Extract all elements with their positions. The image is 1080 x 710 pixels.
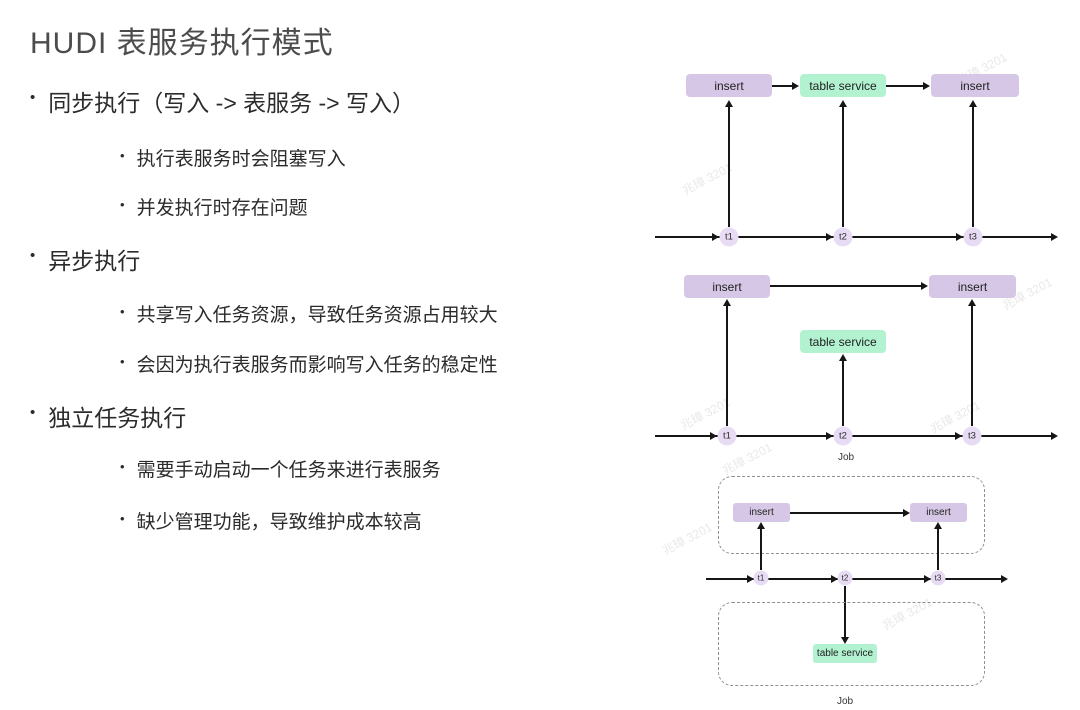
bullet-icon: • [120, 511, 125, 526]
timeline-arrowhead [747, 575, 754, 583]
outline-subitem: • 执行表服务时会阻塞写入 [120, 144, 346, 171]
outline-subitem: • 缺少管理功能，导致维护成本较高 [120, 507, 422, 534]
arrow-t3-to-insert [971, 305, 973, 426]
outline-subitem: • 共享写入任务资源，导致任务资源占用较大 [120, 300, 498, 327]
async-timeline [655, 435, 1052, 437]
outline-item-sync: • 同步执行（写入 -> 表服务 -> 写入） [30, 84, 415, 118]
sync-insert-left-box: insert [686, 74, 772, 97]
outline-item-label: 同步执行（写入 -> 表服务 -> 写入） [48, 90, 416, 116]
independent-insert-left-box: insert [733, 503, 790, 522]
arrow-t2-to-service [844, 586, 846, 638]
async-table-service-box: table service [800, 330, 886, 353]
timeline-arrowhead [956, 233, 963, 241]
async-node-t3: t3 [962, 426, 982, 446]
timeline-arrowhead [955, 432, 962, 440]
async-job-label: Job [837, 452, 855, 463]
sync-timeline [655, 236, 1052, 238]
arrow-t2-to-service [842, 106, 844, 227]
sync-node-t2: t2 [833, 227, 853, 247]
outline-subitem-label: 需要手动启动一个任务来进行表服务 [136, 460, 441, 481]
arrow-t3-to-insert [937, 528, 939, 570]
outline-subitem: • 会因为执行表服务而影响写入任务的稳定性 [120, 350, 498, 377]
outline-subitem: • 需要手动启动一个任务来进行表服务 [120, 455, 441, 482]
independent-job-label: Job [836, 696, 854, 707]
outline-item-label: 独立任务执行 [48, 405, 187, 431]
bullet-icon: • [120, 459, 125, 474]
outline-subitem: • 并发执行时存在问题 [120, 193, 308, 220]
outline-item-async: • 异步执行 [30, 242, 140, 276]
independent-insert-right-box: insert [910, 503, 967, 522]
sync-node-t3: t3 [963, 227, 983, 247]
outline-subitem-label: 执行表服务时会阻塞写入 [136, 149, 346, 170]
arrow-insert-to-insert [770, 285, 922, 287]
outline-subitem-label: 共享写入任务资源，导致任务资源占用较大 [136, 305, 498, 326]
timeline-arrowhead [826, 233, 833, 241]
arrow-insert-to-service [772, 85, 793, 87]
bullet-icon: • [30, 404, 36, 421]
bullet-icon: • [120, 197, 125, 212]
bullet-icon: • [120, 304, 125, 319]
arrow-t3-to-insert [972, 106, 974, 227]
independent-node-t3: t3 [930, 570, 946, 586]
independent-write-job-boundary [718, 476, 985, 554]
independent-node-t2: t2 [837, 570, 853, 586]
arrow-t2-to-service [842, 360, 844, 426]
arrow-insert-to-insert [790, 512, 904, 514]
timeline-arrowhead [924, 575, 931, 583]
timeline-arrowhead [826, 432, 833, 440]
async-insert-right-box: insert [929, 275, 1016, 298]
independent-service-job-boundary [718, 602, 985, 686]
watermark: 兆璋 3201 [680, 160, 735, 198]
timeline-arrowhead [712, 233, 719, 241]
outline-subitem-label: 并发执行时存在问题 [136, 198, 308, 219]
sync-table-service-box: table service [800, 74, 886, 97]
sync-node-t1: t1 [719, 227, 739, 247]
independent-table-service-box: table service [813, 644, 877, 663]
bullet-icon: • [120, 148, 125, 163]
outline-subitem-label: 缺少管理功能，导致维护成本较高 [136, 512, 422, 533]
independent-node-t1: t1 [753, 570, 769, 586]
arrow-t1-to-insert [726, 305, 728, 426]
arrow-t1-to-insert [760, 528, 762, 570]
bullet-icon: • [30, 89, 36, 106]
async-node-t1: t1 [717, 426, 737, 446]
outline-subitem-label: 会因为执行表服务而影响写入任务的稳定性 [136, 355, 498, 376]
bullet-icon: • [30, 247, 36, 264]
timeline-arrowhead [710, 432, 717, 440]
arrow-t1-to-insert [728, 106, 730, 227]
outline-item-independent: • 独立任务执行 [30, 399, 186, 433]
independent-timeline [706, 578, 1002, 580]
sync-insert-right-box: insert [931, 74, 1019, 97]
page-title: HUDI 表服务执行模式 [30, 27, 334, 60]
watermark: 兆璋 3201 [660, 520, 715, 558]
async-node-t2: t2 [833, 426, 853, 446]
async-insert-left-box: insert [684, 275, 770, 298]
outline-item-label: 异步执行 [48, 248, 141, 274]
bullet-icon: • [120, 354, 125, 369]
timeline-arrowhead [831, 575, 838, 583]
arrow-service-to-insert [886, 85, 924, 87]
